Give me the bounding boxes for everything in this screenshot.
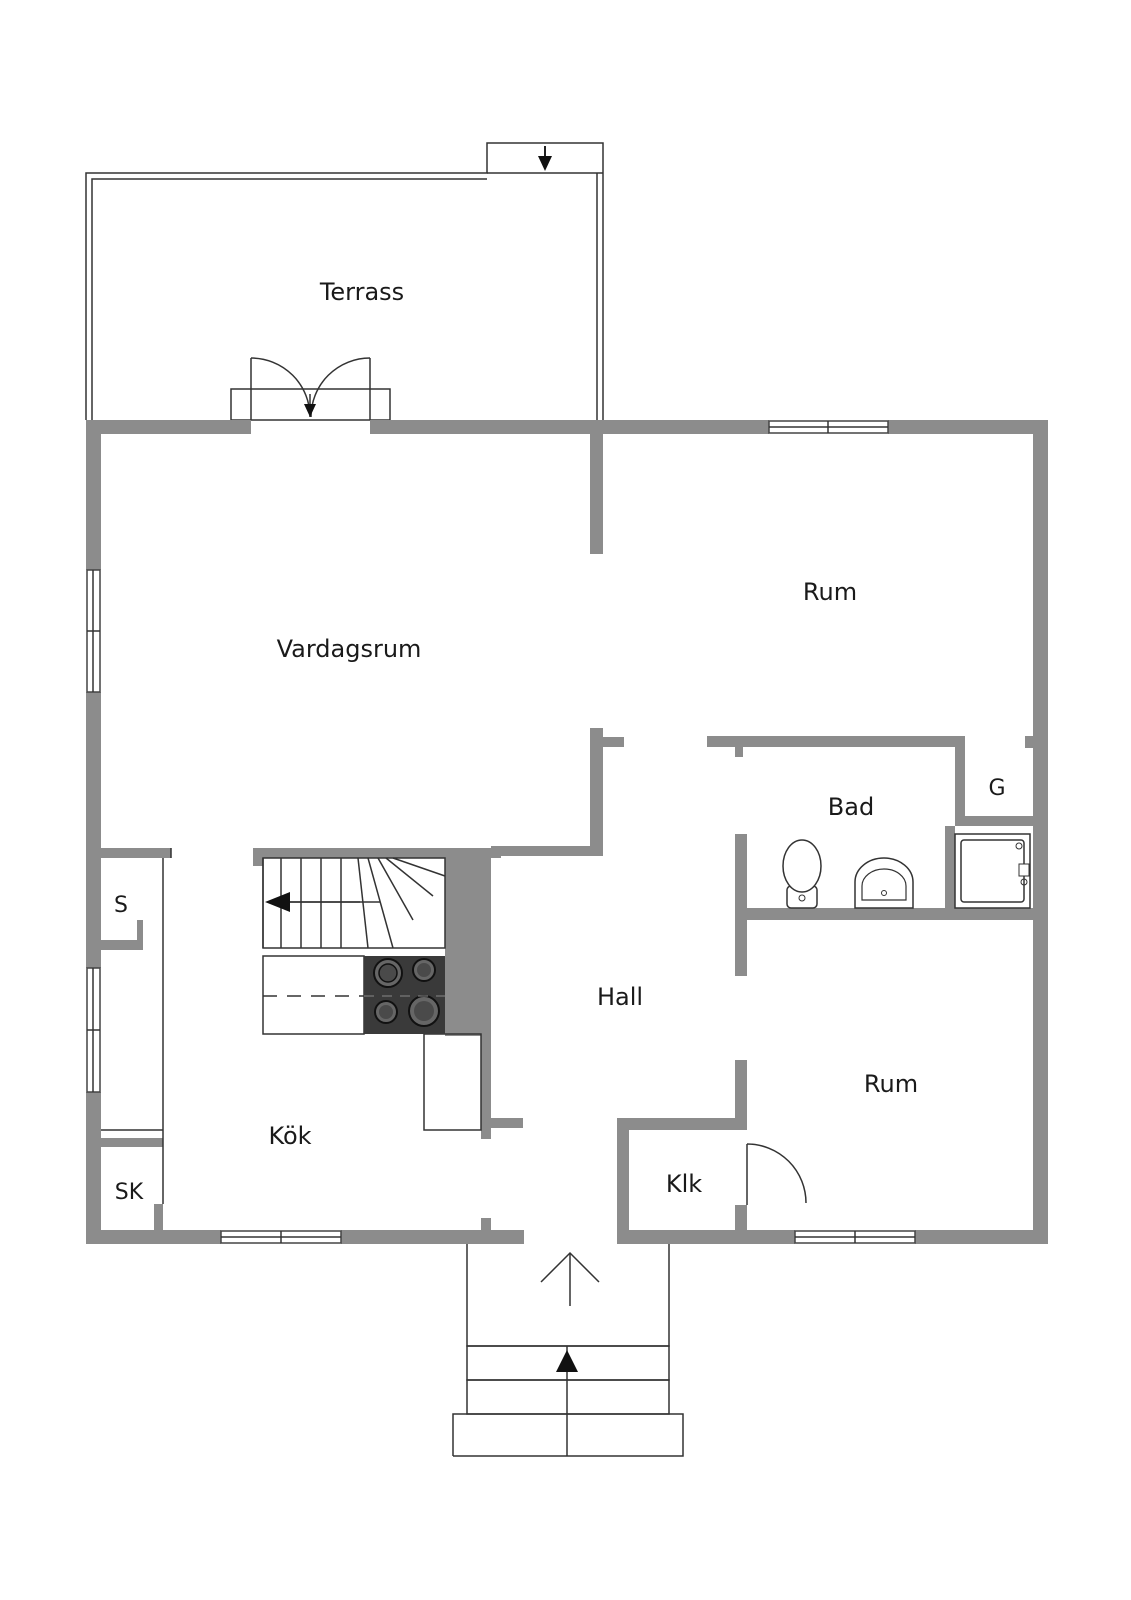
terrace-stair-arrow-icon — [538, 156, 552, 171]
closet-lines — [101, 848, 172, 1204]
shower-icon — [954, 833, 1031, 909]
sink-icon — [854, 857, 914, 909]
label-bad: Bad — [828, 793, 874, 821]
label-vardagsrum: Vardagsrum — [277, 635, 422, 663]
label-sk: SK — [115, 1180, 144, 1205]
window-north — [768, 420, 889, 434]
window-west-lower — [86, 967, 101, 1093]
entrance-arrow-icon — [540, 1251, 600, 1283]
room-labels: Terrass Vardagsrum Rum Bad G Hall Rum Kö… — [114, 278, 1006, 1205]
label-s: S — [114, 893, 128, 918]
window-west-upper — [86, 569, 101, 693]
entrance — [452, 1244, 684, 1457]
klk-door — [746, 1143, 807, 1205]
kitchen-counters — [262, 955, 482, 1131]
toilet-icon — [782, 839, 822, 909]
label-g: G — [988, 776, 1005, 801]
entrance-stairs-arrow-icon — [556, 1350, 578, 1372]
window-south-room — [794, 1230, 916, 1244]
label-kok: Kök — [268, 1122, 311, 1150]
label-rum-south: Rum — [864, 1070, 918, 1098]
windows — [86, 420, 916, 1244]
stove-icon — [364, 956, 445, 1034]
label-terrass: Terrass — [319, 278, 404, 306]
window-south-kitchen — [220, 1230, 342, 1244]
interior-walls — [101, 434, 1033, 1230]
label-rum-north: Rum — [803, 578, 857, 606]
label-hall: Hall — [597, 983, 643, 1011]
label-klk: Klk — [666, 1170, 702, 1198]
french-door — [230, 357, 391, 421]
stair-direction-arrow-icon — [265, 892, 290, 912]
terrace — [85, 142, 604, 421]
outer-walls — [86, 420, 1048, 1244]
interior-stairs — [262, 857, 446, 949]
